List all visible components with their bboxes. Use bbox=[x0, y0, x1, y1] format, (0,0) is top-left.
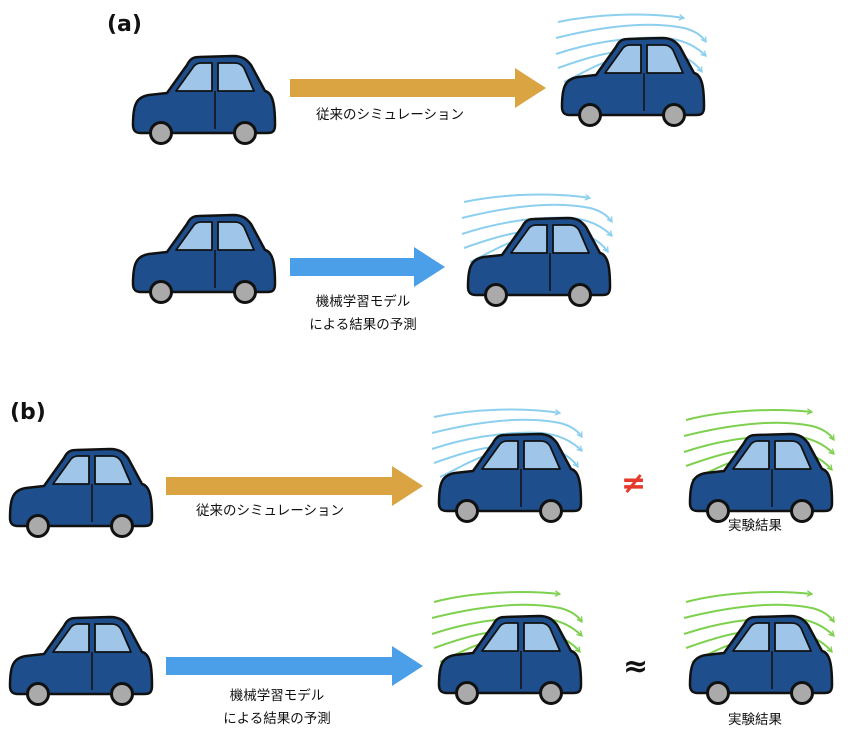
car-icon-sim-result-b bbox=[437, 432, 583, 523]
panel-label-b: (b) bbox=[10, 400, 46, 425]
label-experiment-1: 実験結果 bbox=[728, 518, 782, 534]
label-ml-prediction-b-line1: 機械学習モデル bbox=[229, 688, 325, 704]
label-ml-prediction-b: 機械学習モデル による結果の予測 bbox=[212, 687, 342, 729]
not-equal-symbol: ≠ bbox=[621, 466, 647, 501]
label-ml-prediction-b-line2: による結果の予測 bbox=[223, 711, 331, 727]
label-ml-prediction-line1: 機械学習モデル bbox=[315, 294, 411, 310]
car-icon-ml-result-b bbox=[437, 614, 583, 705]
car-icon-sim-result bbox=[560, 36, 706, 127]
label-experiment-2: 実験結果 bbox=[728, 712, 782, 728]
arrow-icon-conventional-b bbox=[166, 466, 423, 506]
label-conventional-sim-b: 従来のシミュレーション bbox=[196, 503, 344, 519]
label-ml-prediction-line2: による結果の予測 bbox=[309, 317, 417, 333]
car-icon-experiment-1 bbox=[688, 432, 834, 523]
panel-label-a: (a) bbox=[107, 12, 142, 37]
car-icon-input-b2 bbox=[8, 615, 154, 706]
car-icon-ml-result bbox=[466, 216, 612, 307]
arrow-icon-conventional bbox=[290, 68, 546, 108]
car-icon-experiment-2 bbox=[688, 614, 834, 705]
car-icon-input bbox=[131, 54, 277, 145]
label-ml-prediction: 機械学習モデル による結果の予測 bbox=[298, 293, 428, 335]
car-icon-input-b1 bbox=[8, 447, 154, 538]
label-conventional-sim: 従来のシミュレーション bbox=[316, 107, 464, 123]
approx-symbol: ≈ bbox=[623, 649, 649, 684]
car-icon-input-ml bbox=[131, 213, 277, 304]
arrow-icon-ml-b bbox=[166, 646, 423, 686]
arrow-icon-ml bbox=[290, 247, 445, 287]
